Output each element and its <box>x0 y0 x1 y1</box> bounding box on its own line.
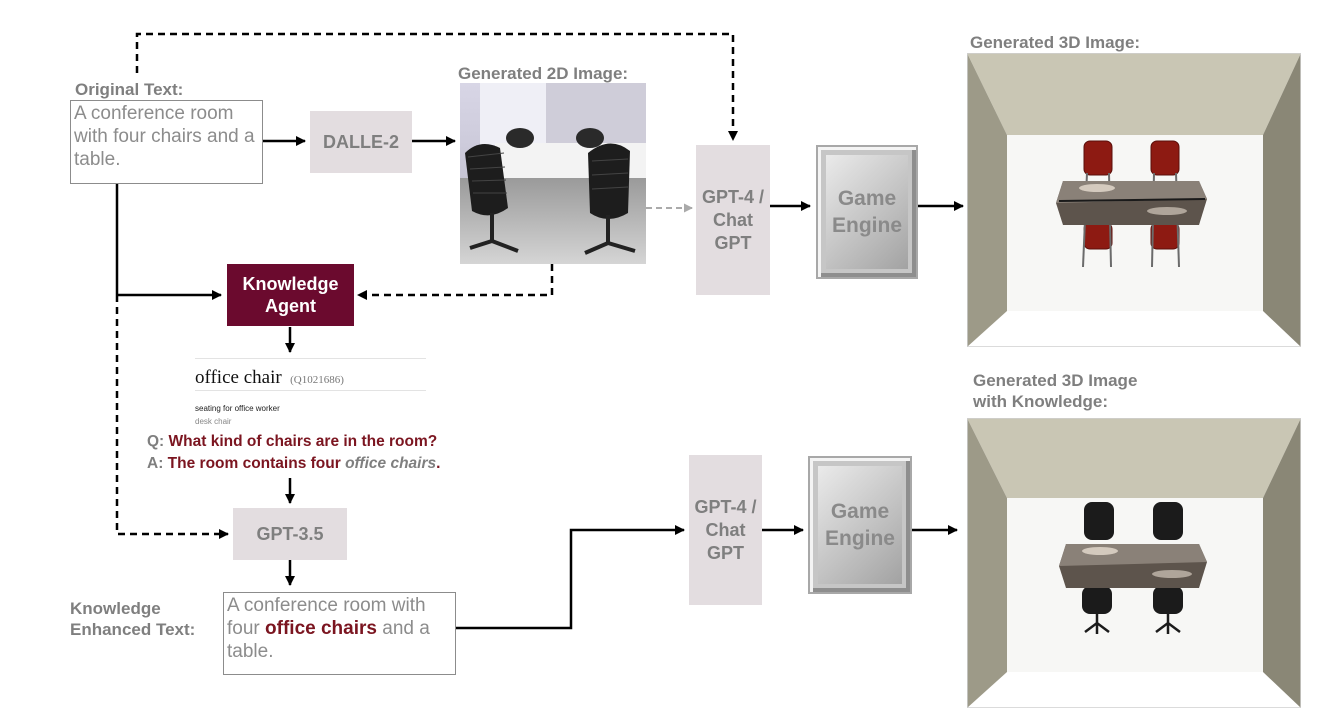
arrow-text-to-gpt35 <box>115 295 229 539</box>
knowledge-agent-box: Knowledge Agent <box>227 264 354 326</box>
gpt4-top-box: GPT-4 / Chat GPT <box>696 145 770 295</box>
knowledge-enhanced-label: Knowledge Enhanced Text: <box>70 599 196 639</box>
arrow-text-to-gpt4 <box>135 32 738 141</box>
dalle-box: DALLE-2 <box>310 111 412 173</box>
arrow-image-to-agent <box>357 264 554 300</box>
enhanced-text-part2: and a table. <box>227 618 430 662</box>
enhanced-text-part1: A conference room with four <box>227 595 426 639</box>
question-prefix: Q: <box>147 433 165 450</box>
game-engine-top-box: Game Engine <box>816 145 918 279</box>
generated-2d-label: Generated 2D Image: <box>458 64 629 83</box>
wikidata-top-rule <box>195 358 426 359</box>
wikidata-snippet: office chair (Q1021686) seating for offi… <box>195 358 426 428</box>
answer-end: . <box>436 455 441 472</box>
answer-prefix: A: <box>147 455 164 472</box>
wikidata-alias: desk chair <box>195 417 232 426</box>
wikidata-qid: (Q1021686) <box>290 374 344 386</box>
enhanced-text-box: A conference room with four office chair… <box>223 592 456 675</box>
original-text-label: Original Text: <box>75 80 184 99</box>
generated-3d-image-bottom <box>967 418 1301 708</box>
game-engine-bottom-box: Game Engine <box>808 456 912 594</box>
answer-text: The room contains four <box>167 455 341 472</box>
original-text-box: A conference room with four chairs and a… <box>70 100 263 184</box>
generated-3d-knowledge-label: Generated 3D Image with Knowledge: <box>973 371 1138 411</box>
gpt35-box: GPT-3.5 <box>233 508 347 560</box>
generated-3d-image-top <box>967 53 1301 347</box>
gpt4-bottom-box: GPT-4 / Chat GPT <box>689 455 762 605</box>
answer-line: A: The room contains four office chairs. <box>147 453 440 475</box>
enhanced-text-highlight: office chairs <box>265 618 377 639</box>
arrow-enhanced-to-gpt4 <box>456 525 685 630</box>
question-line: Q: What kind of chairs are in the room? <box>147 431 437 453</box>
question-text: What kind of chairs are in the room? <box>168 433 438 450</box>
answer-highlight: office chairs <box>345 455 437 472</box>
generated-2d-image <box>460 83 646 264</box>
generated-3d-label: Generated 3D Image: <box>970 33 1141 52</box>
wikidata-title: office chair <box>195 367 282 388</box>
wikidata-description: seating for office worker <box>195 404 280 413</box>
wikidata-bottom-rule <box>195 390 426 391</box>
